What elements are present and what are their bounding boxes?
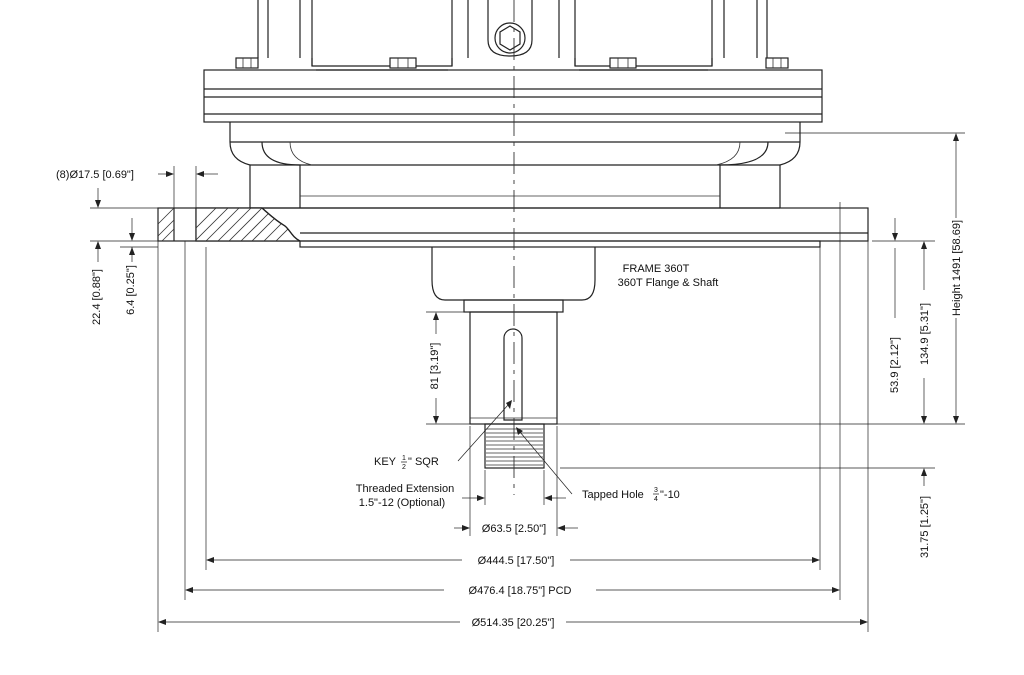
threaded-extension-label: Threaded Extension (356, 483, 454, 495)
key-callout: KEY 1 2 " SQR (374, 455, 439, 471)
flange-thickness-label: 22.4 [0.88"] (91, 269, 103, 325)
outer-diameter-label: Ø514.35 [20.25"] (472, 617, 555, 629)
tapped-fraction-denominator: 4 (654, 496, 658, 503)
bolt-head (235, 57, 259, 69)
frame-subtitle: 360T Flange & Shaft (618, 277, 719, 289)
key-suffix: " SQR (408, 456, 439, 468)
mounting-flange (157, 207, 869, 248)
bolt-head (765, 57, 789, 69)
hole-note-label: (8)Ø17.5 [0.69"] (56, 169, 134, 181)
tapped-prefix: Tapped Hole (582, 489, 644, 501)
dim-134-9-label: 134.9 [5.31"] (919, 303, 931, 365)
bolt-head (389, 57, 417, 69)
svg-text:KEY: KEY (374, 456, 397, 468)
pcd-diameter-label: Ø476.4 [18.75"] PCD (469, 585, 572, 597)
tapped-hole-callout: Tapped Hole 3 4 "-10 (582, 487, 680, 503)
key-fraction-denominator: 2 (402, 464, 406, 471)
tapped-fraction-numerator: 3 (654, 487, 658, 494)
threaded-extension-spec: 1.5"-12 (Optional) (359, 497, 445, 509)
shaft-length-label: 81 [3.19"] (429, 343, 441, 390)
key-prefix: KEY (374, 456, 397, 468)
bolt-head (609, 57, 637, 69)
dimension-lines (90, 132, 965, 632)
motor-shaft (431, 247, 596, 469)
height-label: Height 1491 [58.69] (951, 220, 963, 316)
shaft-diameter-label: Ø63.5 [2.50"] (482, 523, 546, 535)
frame-title: FRAME 360T (623, 263, 690, 275)
thread-lines (486, 428, 543, 466)
motor-housing (203, 0, 823, 209)
pilot-thickness-label: 6.4 [0.25"] (125, 265, 137, 315)
key-fraction-numerator: 1 (402, 455, 406, 462)
tapped-suffix: "-10 (660, 489, 680, 501)
dim-53-9-label: 53.9 [2.12"] (889, 337, 901, 393)
pilot-diameter-label: Ø444.5 [17.50"] (478, 555, 555, 567)
dim-31-75-label: 31.75 [1.25"] (919, 496, 931, 558)
